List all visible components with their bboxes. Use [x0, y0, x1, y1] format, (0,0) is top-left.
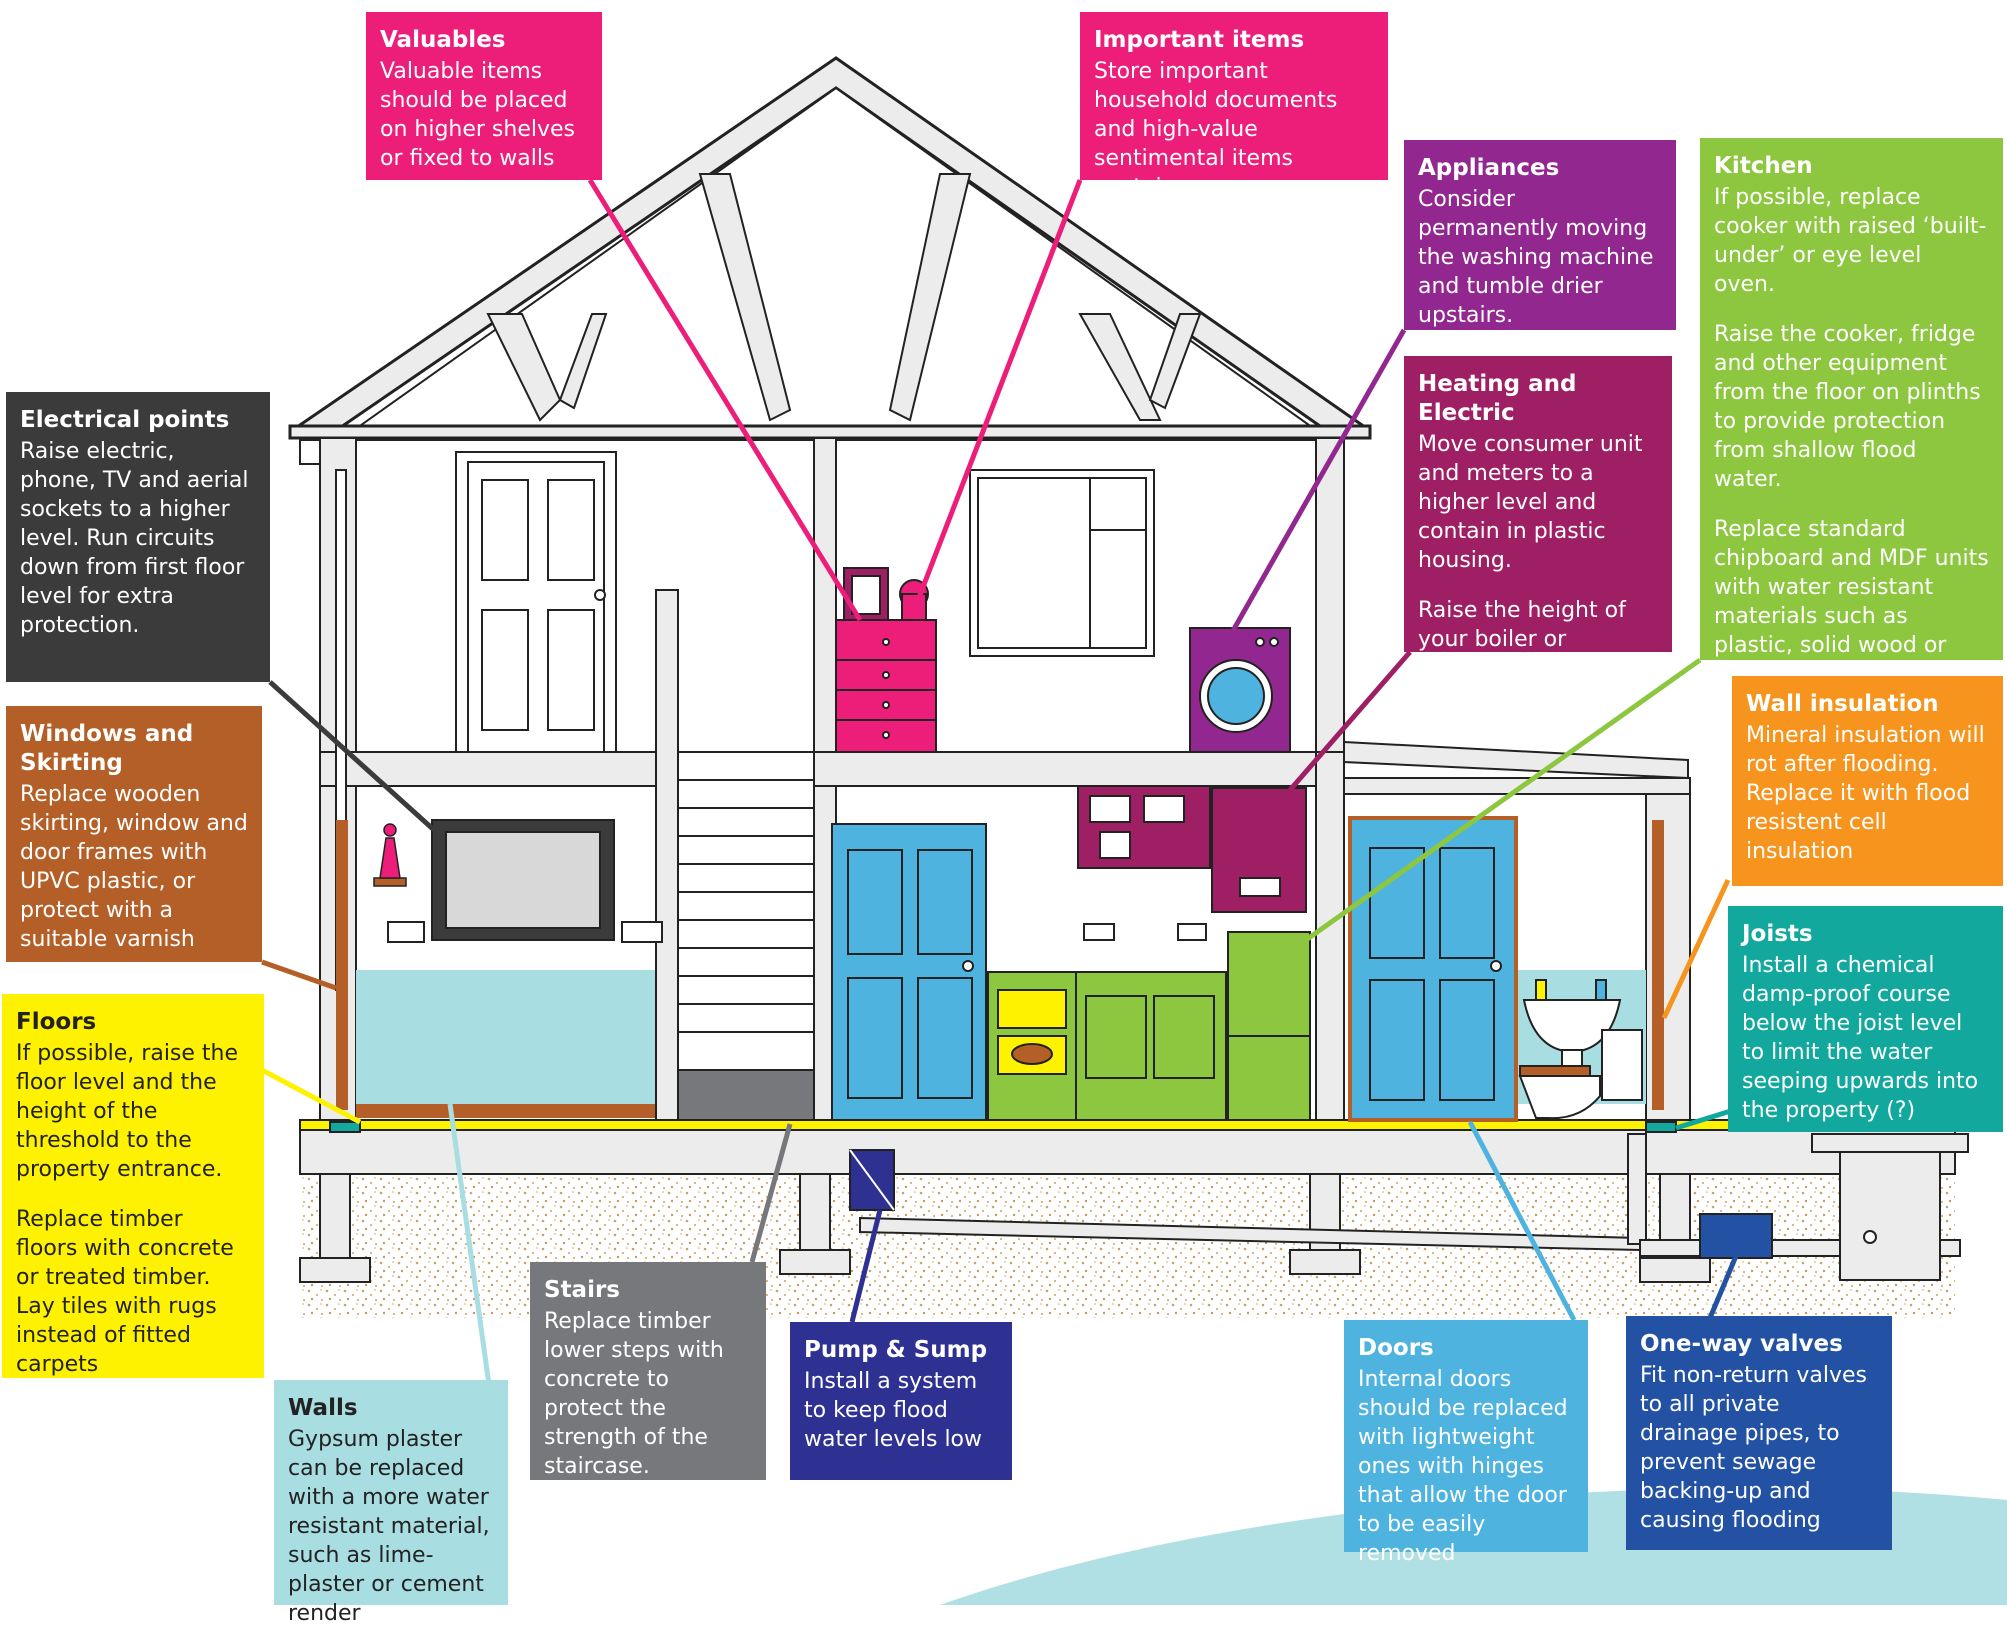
sump-pump — [849, 1149, 895, 1211]
ground-floor — [299, 1119, 1956, 1283]
upstairs-window — [969, 469, 1155, 657]
chest-of-drawers — [835, 567, 937, 753]
leader-heating — [1288, 650, 1412, 792]
leader-kitchen — [1304, 657, 1702, 943]
leader-appliances — [1227, 328, 1407, 638]
figurine — [373, 823, 407, 887]
bathroom-fittings — [1518, 979, 1643, 1120]
callout-text: Raise the cooker, fridge and other equip… — [1714, 322, 1981, 492]
callout-wall-insulation: Wall insulation Mineral insulation will … — [1732, 676, 2003, 886]
callout-pump-sump: Pump & Sump Install a system to keep flo… — [790, 1322, 1012, 1480]
washing-machine — [1189, 627, 1291, 753]
callout-text: Store important household documents and … — [1094, 59, 1338, 200]
leader-floors — [260, 1067, 362, 1125]
callout-title: Valuables — [380, 27, 506, 53]
callout-one-way-valves: One-way valves Fit non-return valves to … — [1626, 1316, 1892, 1550]
leader-electrical — [268, 680, 436, 832]
callout-text: If possible, replace cooker with raised … — [1714, 185, 1987, 297]
callout-text: Consider permanently moving the washing … — [1418, 187, 1654, 328]
timber-frames — [336, 820, 1664, 1118]
callout-floors: Floors If possible, raise the floor leve… — [2, 994, 264, 1378]
callout-title: Doors — [1358, 1335, 1434, 1361]
television — [431, 819, 615, 941]
leader-important — [915, 179, 1083, 601]
callout-text: Valuable items should be placed on highe… — [380, 59, 576, 171]
leader-valuables — [587, 178, 863, 622]
callout-text: Replace wooden skirting, window and door… — [20, 782, 248, 952]
callout-valuables: Valuables Valuable items should be place… — [366, 12, 602, 180]
drainage-pipe — [859, 1133, 1969, 1281]
callout-text: Install a chemical damp-proof course bel… — [1742, 953, 1979, 1123]
callout-text: Replace timber lower steps with concrete… — [544, 1309, 724, 1479]
leader-doors — [1467, 1120, 1577, 1322]
leader-walls — [447, 1103, 493, 1393]
callout-title: Stairs — [544, 1277, 620, 1303]
callout-kitchen: Kitchen If possible, replace cooker with… — [1700, 138, 2003, 687]
callout-title: Heating and Electric — [1418, 371, 1577, 426]
staircase — [655, 589, 815, 1121]
bathroom-door — [1348, 816, 1518, 1122]
callout-joists: Joists Install a chemical damp-proof cou… — [1728, 906, 2003, 1132]
callout-text: Install a system to keep flood water lev… — [804, 1369, 983, 1452]
wall-cabinets — [1077, 785, 1211, 869]
callout-text: Raise the height of your boiler or reloc… — [1418, 598, 1632, 681]
callout-text: Move consumer unit and meters to a highe… — [1418, 432, 1643, 573]
callout-text: Mineral insulation will rot after floodi… — [1746, 723, 1985, 864]
callout-windows-skirting: Windows and Skirting Replace wooden skir… — [6, 706, 262, 962]
callout-text: Replace standard chipboard and MDF units… — [1714, 517, 1989, 687]
upstairs-door — [455, 451, 617, 753]
boiler — [1211, 787, 1307, 913]
callout-electrical-points: Electrical points Raise electric, phone,… — [6, 392, 270, 682]
callout-title: Windows and Skirting — [20, 721, 194, 776]
callout-text: Gypsum plaster can be replaced with a mo… — [288, 1427, 490, 1626]
wall-sockets — [387, 921, 1207, 943]
cooker — [987, 971, 1077, 1121]
callout-title: Electrical points — [20, 407, 230, 433]
callout-title: Appliances — [1418, 155, 1560, 181]
callout-walls: Walls Gypsum plaster can be replaced wit… — [274, 1380, 508, 1626]
callout-title: Joists — [1742, 921, 1813, 947]
callout-appliances: Appliances Consider permanently moving t… — [1404, 140, 1676, 330]
callout-title: Pump & Sump — [804, 1337, 988, 1363]
callout-title: Walls — [288, 1395, 358, 1421]
callout-title: Important items — [1094, 27, 1305, 53]
house-walls — [319, 437, 1691, 1123]
callout-text: Fit non-return valves to all private dra… — [1640, 1363, 1867, 1533]
callout-text: Raise electric, phone, TV and aerial soc… — [20, 439, 249, 638]
leader-joists — [1675, 1107, 1735, 1131]
callout-title: Kitchen — [1714, 153, 1813, 179]
callout-heating-electric: Heating and Electric Move consumer unit … — [1404, 356, 1672, 681]
leader-pump — [849, 1209, 883, 1323]
callout-text: Internal doors should be replaced with l… — [1358, 1367, 1568, 1566]
callout-title: Wall insulation — [1746, 691, 1939, 717]
callout-title: Floors — [16, 1009, 97, 1035]
leader-wall-insulation — [1661, 878, 1731, 1020]
callout-title: One-way valves — [1640, 1331, 1843, 1357]
base-units — [1075, 971, 1227, 1121]
callout-text: Replace timber floors with concrete or t… — [16, 1207, 234, 1377]
roof — [288, 56, 1372, 442]
kitchen-door — [831, 823, 987, 1121]
callout-important-items: Important items Store important househol… — [1080, 12, 1388, 200]
fridge — [1227, 931, 1311, 1121]
callout-doors: Doors Internal doors should be replaced … — [1344, 1320, 1588, 1566]
callout-text: If possible, raise the floor level and t… — [16, 1041, 239, 1182]
callout-stairs: Stairs Replace timber lower steps with c… — [530, 1262, 766, 1480]
leader-stairs — [749, 1123, 793, 1263]
leader-windows — [261, 959, 337, 991]
leader-valves — [1707, 1255, 1739, 1319]
